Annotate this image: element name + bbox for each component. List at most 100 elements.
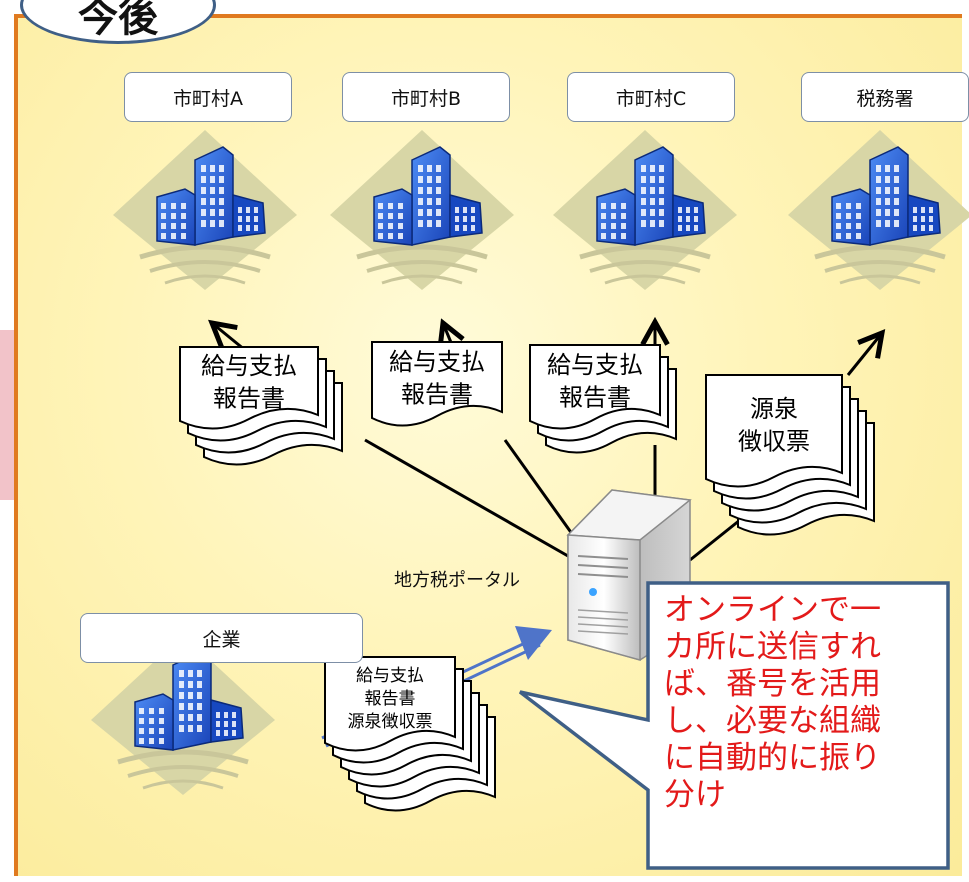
document-stack-tax: 源泉徴収票 [705, 374, 875, 536]
building-window [216, 712, 220, 718]
building-window [197, 670, 202, 677]
building-window [463, 216, 467, 222]
building-window [427, 165, 432, 172]
building-window [139, 708, 144, 714]
building-window [921, 225, 925, 231]
building-window [219, 187, 224, 194]
building-ground-line [604, 274, 686, 285]
building-window [650, 220, 655, 227]
building-window [159, 708, 164, 714]
building-window [179, 714, 184, 721]
server-slot [577, 573, 629, 578]
building-window [929, 216, 933, 222]
building-window [846, 203, 851, 209]
building-window [159, 728, 164, 734]
building-window [427, 187, 432, 194]
document-title-line: 徴収票 [738, 428, 810, 456]
building-window [238, 207, 242, 213]
server-front [567, 534, 641, 661]
building-window [650, 176, 655, 183]
building-window [224, 712, 228, 718]
building-window [894, 198, 899, 205]
building-window [686, 225, 690, 231]
building-window [921, 216, 925, 222]
building-window [171, 213, 176, 219]
building-window [388, 233, 393, 239]
building-window [686, 207, 690, 213]
building-window [694, 216, 698, 222]
building-window [876, 187, 881, 194]
building-window [139, 738, 144, 744]
office-label-c: 市町村C [567, 72, 735, 122]
building-window [161, 223, 166, 229]
document-sheet [705, 374, 843, 488]
building-window [181, 233, 186, 239]
building-window [378, 203, 383, 209]
building-window [641, 220, 646, 227]
building-window [427, 198, 432, 205]
building-window [455, 216, 459, 222]
building-window [463, 225, 467, 231]
building-window [894, 220, 899, 227]
building-window [650, 165, 655, 172]
building-window [210, 187, 215, 194]
building-window [436, 176, 441, 183]
building-window [659, 165, 664, 172]
building-window [388, 223, 393, 229]
building-window [601, 203, 606, 209]
building-window [254, 207, 258, 213]
building-ground-line [814, 244, 946, 260]
building-window [621, 233, 626, 239]
building-window [246, 225, 250, 231]
building-window [216, 721, 220, 727]
building-window [921, 207, 925, 213]
connection-line [503, 439, 582, 546]
building-window [254, 225, 258, 231]
building-window [219, 176, 224, 183]
building-window [436, 220, 441, 227]
building-window [232, 712, 236, 718]
building-window [885, 198, 890, 205]
building-window [149, 738, 154, 744]
building-tower [869, 146, 909, 246]
building-window [611, 213, 616, 219]
server-vent [577, 630, 629, 635]
building-window [885, 209, 890, 216]
building-window [601, 213, 606, 219]
portal-label: 地方税ポータル [394, 570, 520, 591]
document-sheet [371, 341, 503, 427]
building-window [181, 213, 186, 219]
office-a-building-icon [113, 130, 297, 290]
callout-bubble [518, 581, 950, 870]
building-window [436, 165, 441, 172]
building-window [621, 223, 626, 229]
building-window [219, 165, 224, 172]
building-window [650, 187, 655, 194]
building-window [894, 209, 899, 216]
building-window [876, 176, 881, 183]
building-window [427, 209, 432, 216]
building-window [650, 198, 655, 205]
building-window [694, 207, 698, 213]
building-window [846, 223, 851, 229]
document-title-line: 給与支払 [547, 351, 643, 379]
document-title-line: 報告書 [365, 689, 416, 709]
building-ground-line [149, 260, 261, 273]
server-vent [577, 609, 629, 614]
building-window [388, 213, 393, 219]
building-window [436, 198, 441, 205]
building-window [197, 703, 202, 710]
building-window [856, 203, 861, 209]
building-window [197, 681, 202, 688]
building-window [179, 703, 184, 710]
building-window [238, 216, 242, 222]
building-window [232, 730, 236, 736]
building-window [378, 223, 383, 229]
building-ground-line [117, 749, 249, 765]
building-window [398, 213, 403, 219]
building-window [201, 209, 206, 216]
building-window [913, 225, 917, 231]
